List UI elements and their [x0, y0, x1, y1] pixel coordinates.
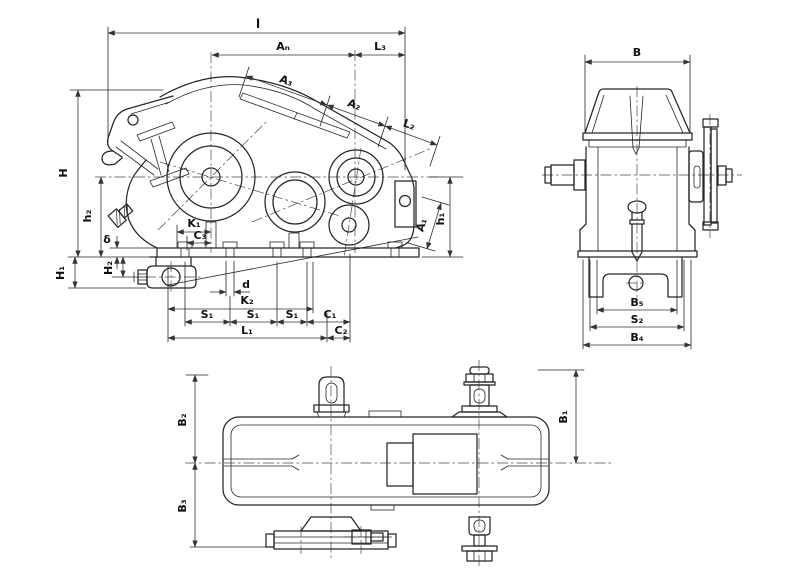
- dim-label-delta: δ: [103, 233, 111, 246]
- dim-label-H1: H₁: [54, 266, 67, 280]
- dim-label-K2: K₂: [240, 294, 254, 307]
- bottom-bolt: [461, 516, 498, 562]
- housing-outline: [101, 76, 417, 249]
- dim-label-S1a: S₁: [201, 308, 214, 321]
- dim-label-C2: C₂: [335, 324, 348, 337]
- dim-label-h1: h₁: [434, 212, 447, 225]
- dim-label-A2: A₂: [346, 96, 363, 113]
- centerlines: [95, 50, 742, 566]
- inspection-cover: [412, 433, 478, 495]
- gear-circles: [166, 132, 384, 246]
- dim-label-B4: B₄: [630, 331, 643, 344]
- dim-label-S1c: S₁: [286, 308, 299, 321]
- main-view: [101, 76, 420, 289]
- inspection-cover-small: [386, 442, 414, 487]
- fan-assembly: [688, 118, 733, 231]
- dim-label-L3: L₃: [374, 40, 386, 53]
- top-housing-inner: [230, 424, 542, 498]
- dim-label-C1: C₁: [324, 308, 337, 321]
- dim-label-A1: A₁: [413, 217, 429, 234]
- shaft-stub: [351, 529, 384, 545]
- eyebolt-left: [313, 376, 350, 418]
- oil-dipstick: [627, 200, 647, 262]
- end-view: [544, 88, 733, 298]
- top-housing-outer: [222, 416, 550, 506]
- dimension-lines: [67, 26, 692, 548]
- dim-label-L1: L₁: [241, 324, 253, 337]
- dim-label-B: B: [633, 46, 641, 59]
- dim-label-S2: S₂: [631, 313, 644, 326]
- dim-label-K1: K₁: [187, 217, 201, 230]
- dim-label-An: Aₙ: [276, 40, 290, 53]
- dim-label-C3: C₃: [194, 229, 207, 242]
- dim-label-L2: L₂: [401, 117, 417, 133]
- output-shaft: [544, 159, 586, 191]
- dim-label-A3: A₃: [278, 72, 295, 89]
- end-housing: [577, 88, 698, 298]
- top-view: [222, 366, 550, 562]
- dim-label-B5: B₅: [630, 296, 643, 309]
- dim-label-H: H: [57, 168, 70, 177]
- dim-label-h2: h₂: [81, 209, 94, 222]
- dim-label-B2: B₂: [176, 413, 189, 426]
- dim-label-l: l: [256, 17, 260, 31]
- dim-label-S1b: S₁: [247, 308, 260, 321]
- dim-label-d: d: [242, 278, 250, 291]
- base-plate: [133, 236, 420, 289]
- oil-plug: [107, 203, 134, 228]
- breather-bolt: [451, 366, 508, 418]
- dim-label-B1: B₁: [557, 410, 570, 423]
- dim-label-B3: B₃: [176, 499, 189, 512]
- dim-label-H2: H₂: [102, 261, 115, 275]
- dimension-labels: l Aₙ L₃ A₃ A₂ L₂ A₁ h₁ H h₂ δ H₁ H₂ K₁ C…: [54, 17, 644, 513]
